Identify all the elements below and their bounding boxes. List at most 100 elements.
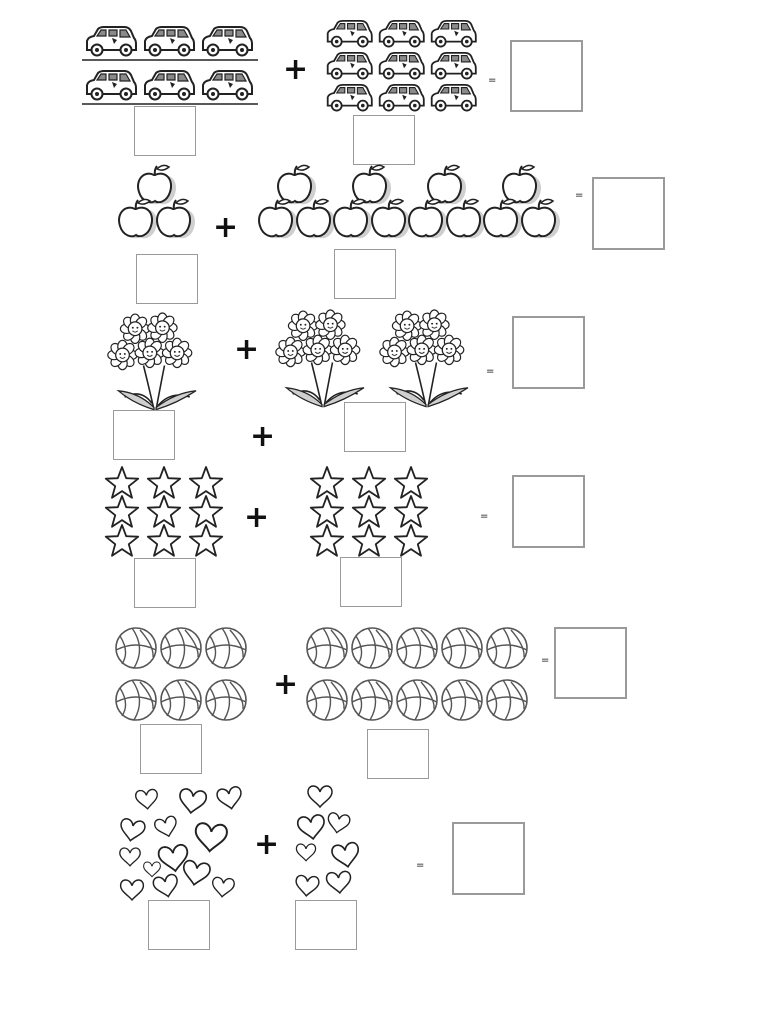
answer-box[interactable] [554,627,627,699]
answer-box[interactable] [510,40,583,112]
ball-icon [486,679,528,721]
count-box-right[interactable] [340,557,402,607]
car-icon [86,26,137,57]
star-icon [393,466,429,499]
heart-icon [295,874,320,898]
apple-icon [137,164,177,205]
answer-box[interactable] [512,475,585,548]
star-icon [104,495,140,528]
ball-icon [160,679,202,721]
star-icon [188,466,224,499]
count-box-left[interactable] [148,900,210,950]
hearts-group-right [295,785,360,898]
flower-icon [161,337,193,369]
equals-sign: = [416,860,425,871]
ball-icon [115,627,157,669]
car-icon [326,52,373,80]
flower-icon [287,310,319,342]
count-box-left[interactable] [113,410,175,460]
plus-sign: + [250,419,276,454]
car-icon [430,84,477,112]
flower-icon [315,309,346,340]
count-box-left[interactable] [136,254,198,304]
heart-icon [154,815,177,838]
count-box-right[interactable] [334,249,396,299]
star-icon [309,466,345,499]
balls-group-left [115,627,247,721]
ball-icon [306,627,348,669]
apple-icon [521,198,561,239]
stars-group-right [309,466,429,557]
plus-sign: + [283,52,309,87]
cars-group-right [326,20,477,112]
hearts-group-left [119,786,242,902]
count-box-right[interactable] [344,402,406,452]
flower-icon [107,339,138,371]
stars-group-left [104,466,224,557]
flower-icon [329,334,361,366]
count-box-right[interactable] [353,115,415,165]
apple-icon [502,164,542,205]
star-icon [146,466,182,499]
flower-icon [147,312,178,343]
heart-icon [194,822,228,853]
apple-icon [408,198,448,239]
heart-icon [152,873,178,898]
apple-icon [277,164,317,205]
answer-box[interactable] [512,316,585,389]
ball-icon [351,627,393,669]
count-box-right[interactable] [295,900,357,950]
car-icon [86,70,137,101]
apple-icon [446,198,486,239]
star-icon [393,495,429,528]
equals-sign: = [541,655,550,666]
ball-icon [160,627,202,669]
car-icon [202,26,253,57]
plus-sign: + [244,500,270,535]
apple-icon [427,164,467,205]
star-icon [146,524,182,557]
car-icon [378,84,425,112]
flower-icon [134,337,166,369]
answer-box[interactable] [592,177,665,250]
bouquet [379,309,469,408]
heart-icon [119,847,141,867]
flower-icon [119,313,151,345]
plus-sign: + [213,210,239,245]
star-icon [351,466,387,499]
ball-icon [441,627,483,669]
count-box-left[interactable] [140,724,202,774]
count-box-left[interactable] [134,106,196,156]
car-icon [430,20,477,48]
car-icon [430,52,477,80]
star-icon [188,495,224,528]
apple-icon [333,198,373,239]
heart-icon [295,843,317,862]
star-icon [104,524,140,557]
count-box-left[interactable] [134,558,196,608]
ball-icon [115,679,157,721]
apple-icon [156,198,196,239]
flower-icon [275,336,306,368]
apple-icon [296,198,336,239]
apple-icon [258,198,298,239]
star-icon [309,495,345,528]
heart-icon [212,876,235,898]
apples-group-left [118,164,196,239]
heart-icon [157,843,189,873]
star-icon [351,495,387,528]
answer-box[interactable] [452,822,525,895]
car-icon [144,70,195,101]
ball-icon [486,627,528,669]
equals-sign: = [575,190,584,201]
flower-icon [302,334,334,366]
balls-group-right [306,627,528,721]
count-box-right[interactable] [367,729,429,779]
heart-icon [297,814,325,841]
heart-icon [307,785,333,809]
heart-icon [135,788,158,810]
flowers-group-right [275,309,469,408]
ball-icon [351,679,393,721]
star-icon [188,524,224,557]
equals-sign: = [480,511,489,522]
